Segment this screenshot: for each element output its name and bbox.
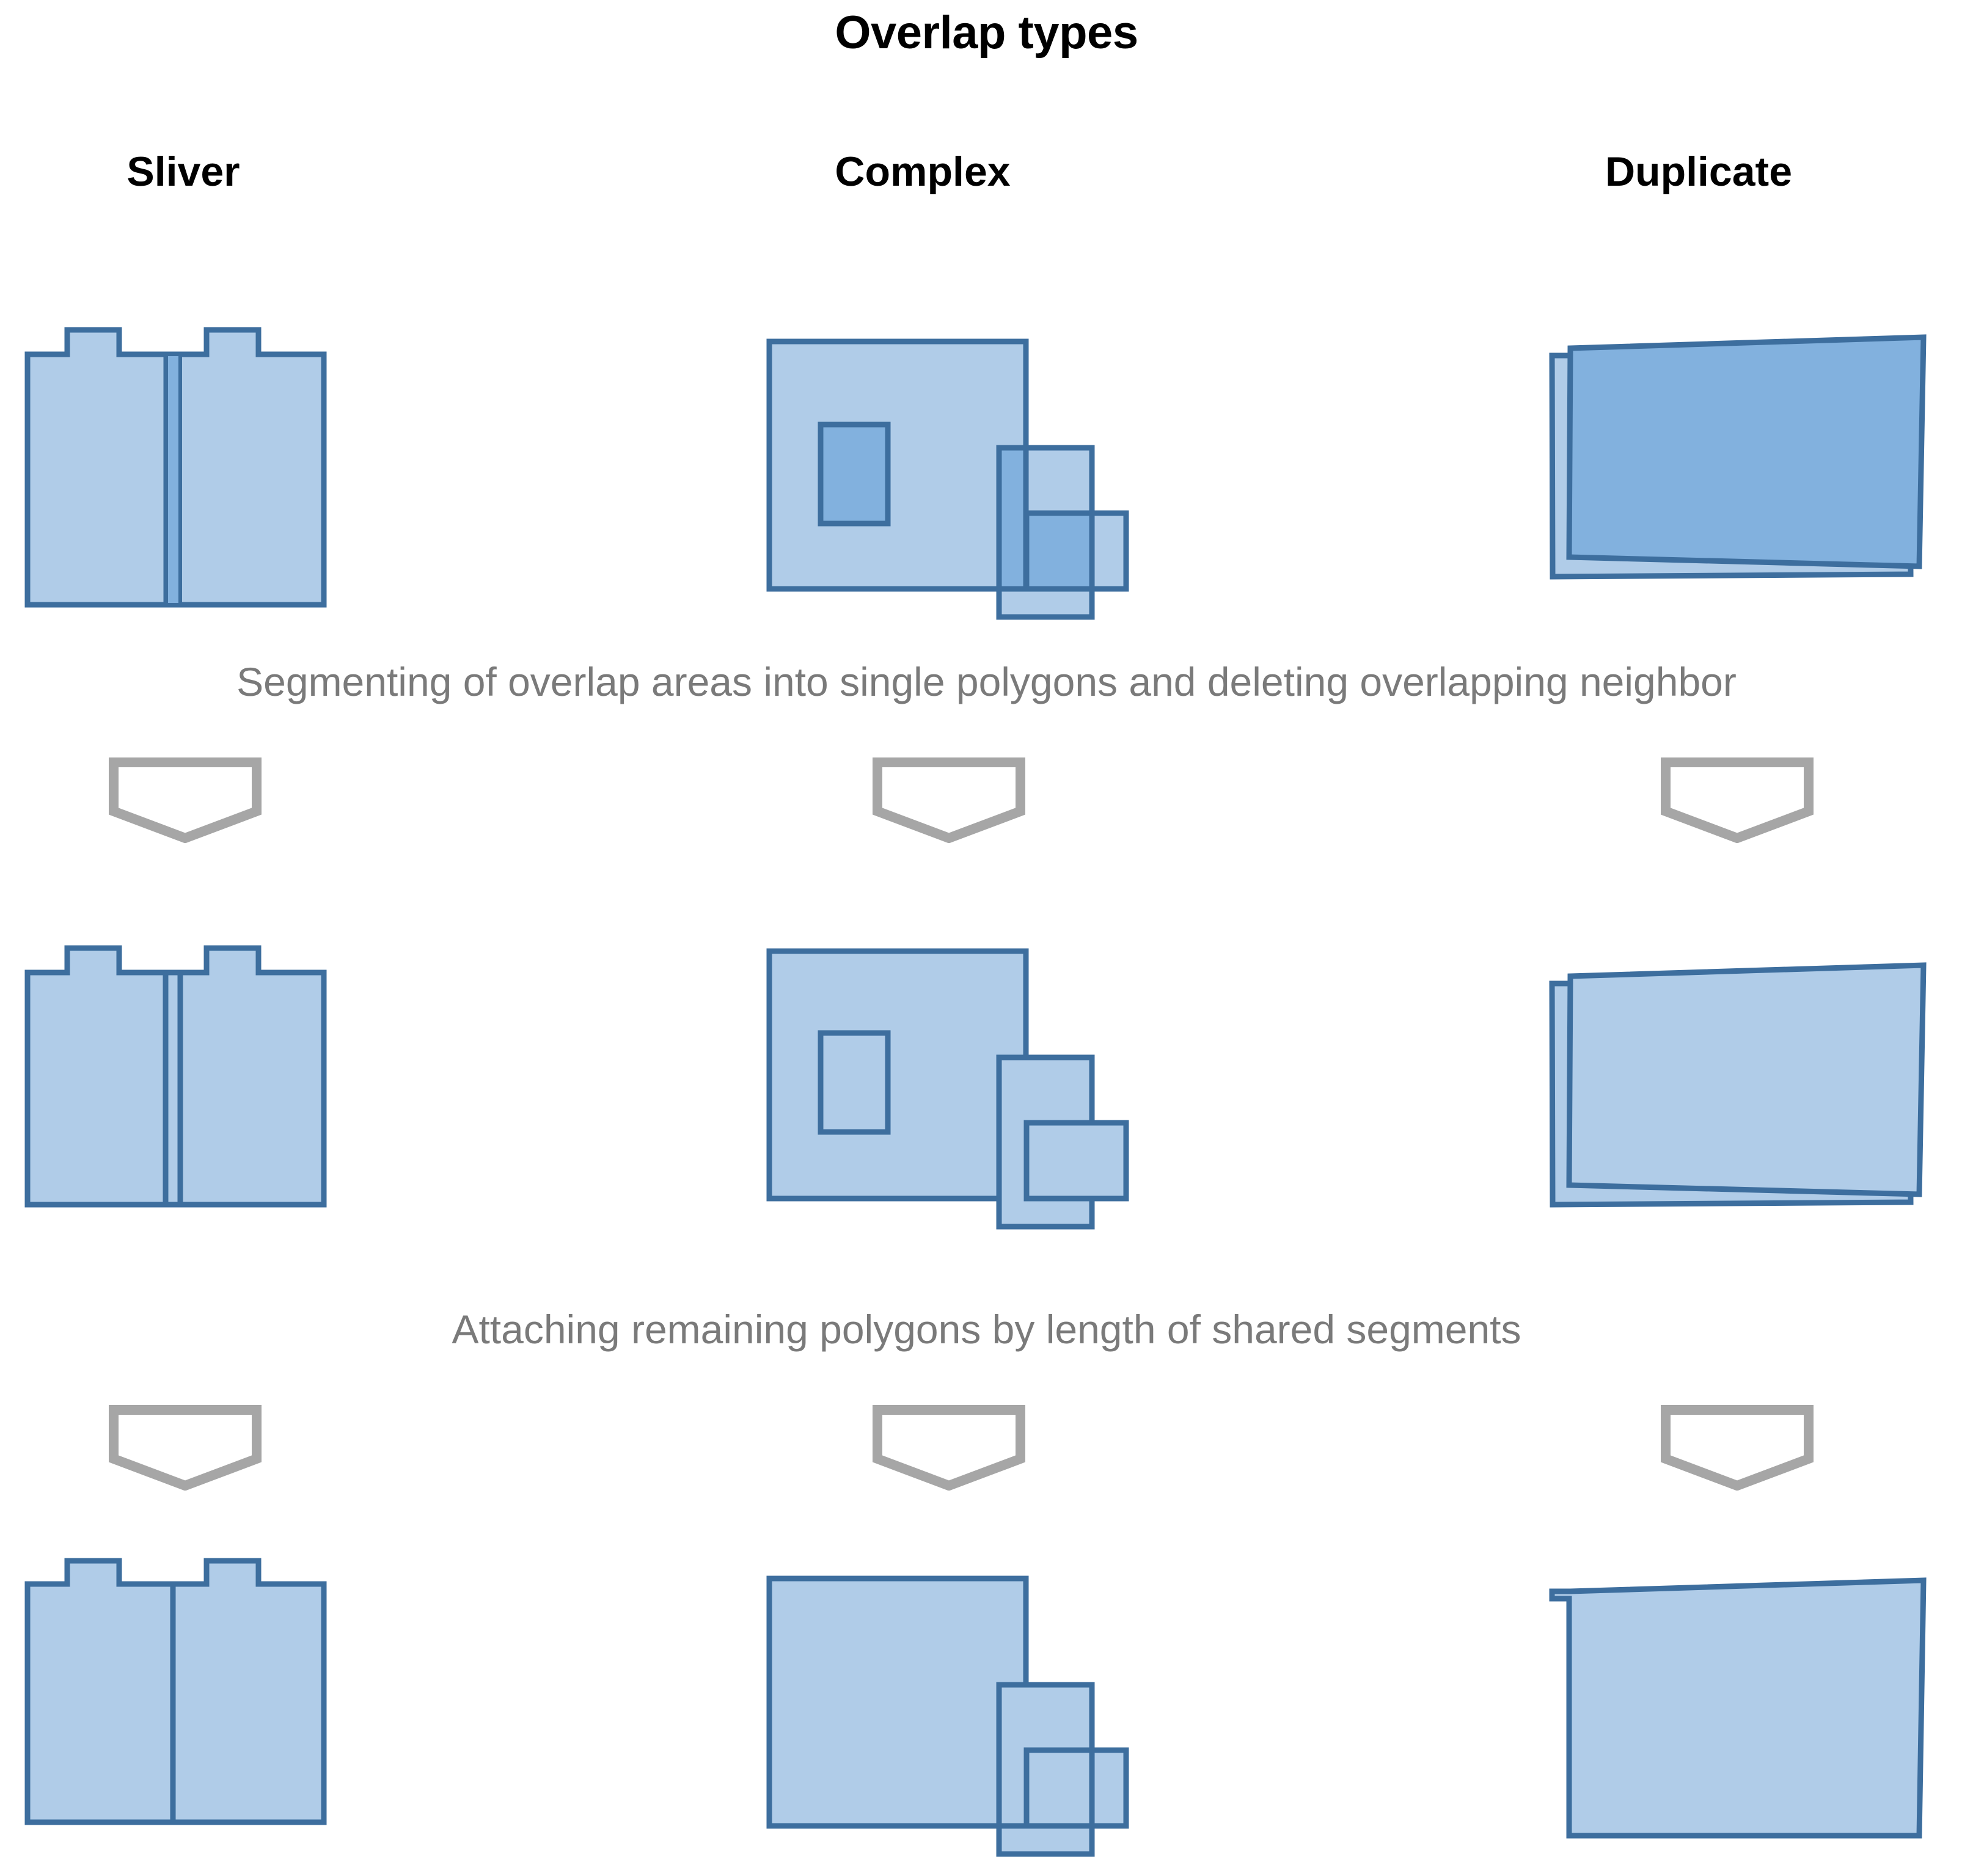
complex-attached-shape [766,1575,1170,1863]
complex-right-polygon [1089,1747,1129,1829]
complex-overlap-big-middle [999,448,1026,589]
complex-overlapping-shape [766,338,1170,620]
duplicate-front-polygon [1566,962,1927,1197]
column-header-complex: Complex [835,148,1011,195]
complex-segmented-shape [766,948,1170,1230]
caption-segmenting: Segmenting of overlap areas into single … [236,659,1737,704]
complex-inner-hole-polygon [818,1030,891,1135]
sliver-right-polygon [177,945,327,1208]
caption-attaching: Attaching remaining polygons by length o… [452,1307,1521,1352]
duplicate-merged-polygon [1549,1577,1927,1839]
arrow-duplicate-step1 [1661,757,1814,846]
sliver-overlapping-shape [24,302,348,608]
complex-merged-big-polygon [766,1575,1029,1829]
duplicate-overlapping-shape [1549,330,1940,586]
sliver-attached-shape [24,1555,348,1848]
complex-overlap-middle-right [1027,513,1092,589]
down-chevron-arrow-icon [1661,1405,1814,1491]
column-header-duplicate: Duplicate [1605,148,1793,195]
duplicate-segmented-shape [1549,958,1940,1214]
complex-overlap-inner-rect [818,422,891,527]
complex-right-extension-polygon [1023,1747,1095,1829]
complex-big-polygon [766,338,1029,592]
arrow-complex-step1 [873,757,1025,846]
down-chevron-arrow-icon [109,757,262,844]
complex-lower-middle-polygon [996,1823,1095,1857]
column-header-sliver: Sliver [126,148,240,195]
down-chevron-arrow-icon [873,1405,1025,1491]
duplicate-attached-shape [1549,1573,1940,1842]
arrow-sliver-step1 [109,757,262,846]
sliver-left-polygon [24,1558,176,1825]
page-title: Overlap types [835,7,1138,59]
sliver-right-polygon [163,327,327,608]
arrow-complex-step2 [873,1405,1025,1494]
arrow-sliver-step2 [109,1405,262,1494]
down-chevron-arrow-icon [109,1405,262,1491]
complex-right-polygon [1023,1120,1129,1202]
arrow-duplicate-step2 [1661,1405,1814,1494]
down-chevron-arrow-icon [1661,757,1814,844]
sliver-right-polygon [170,1558,327,1825]
duplicate-front-polygon [1566,334,1927,569]
sliver-left-polygon [24,327,183,608]
sliver-left-polygon [24,945,169,1208]
complex-big-polygon [766,948,1029,1202]
down-chevron-arrow-icon [873,757,1025,844]
sliver-segmented-shape [24,922,348,1216]
sliver-overlap-area [164,352,182,607]
